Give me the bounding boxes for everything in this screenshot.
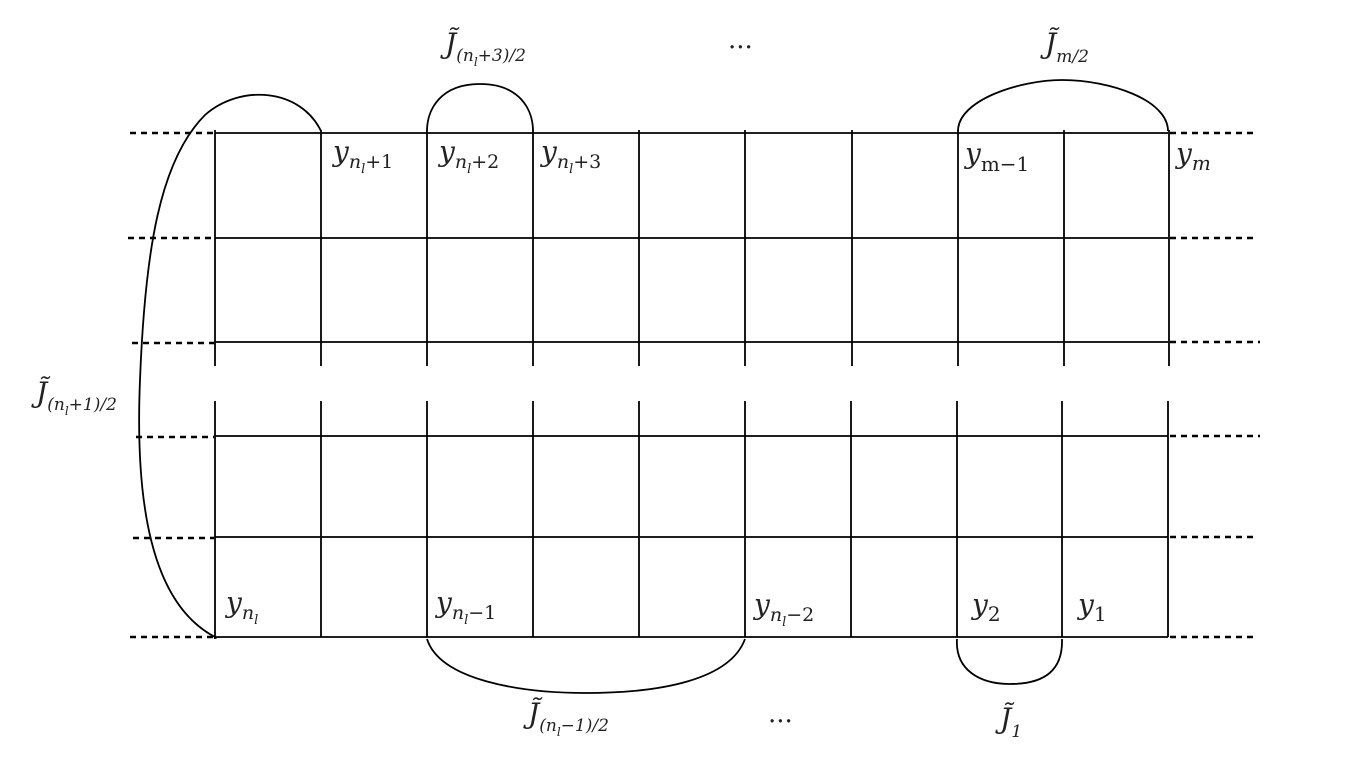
- loop-label-j-nl-minus-1-over-2: J̃(nl−1)/2: [523, 697, 609, 739]
- node-label-y-nl: ynl: [224, 586, 258, 628]
- loop-label-j-1: J̃1: [995, 702, 1022, 742]
- big-left-loop: [138, 93, 322, 639]
- loop-label-j-nl-plus-1-over-2: J̃(nl+1)/2: [31, 376, 117, 418]
- node-label-y-m: ym: [1174, 137, 1211, 175]
- dashed-stubs: [128, 131, 1260, 639]
- loop-label-j-nl-plus-3-over-2: J̃(nl+3)/2: [440, 27, 526, 69]
- node-label-y-nl-plus-1: ynl+1: [331, 135, 393, 177]
- node-label-y-nl-minus-1: ynl−1: [434, 586, 496, 628]
- node-label-y-nl-minus-2: ynl−2: [752, 588, 814, 630]
- loops: [138, 79, 1169, 694]
- ellipsis-bottom: ...: [768, 699, 793, 729]
- grid: [214, 130, 1170, 639]
- bottom-loop-wide: [426, 638, 746, 694]
- upper-columns: [214, 130, 1170, 366]
- node-label-y-nl-plus-3: ynl+3: [539, 135, 601, 177]
- node-label-y-1: y1: [1076, 588, 1107, 626]
- top-loop-small: [426, 83, 534, 132]
- node-label-y-nl-plus-2: ynl+2: [437, 135, 499, 177]
- lower-columns: [214, 401, 1169, 639]
- node-label-y-2: y2: [970, 588, 1001, 626]
- top-loop-right: [957, 79, 1169, 132]
- ellipsis-top: ...: [728, 25, 753, 55]
- node-label-y-m-minus-1: ym−1: [963, 137, 1029, 176]
- bottom-loop-small: [956, 638, 1063, 685]
- loop-label-j-m-over-2: J̃m/2: [1040, 27, 1089, 67]
